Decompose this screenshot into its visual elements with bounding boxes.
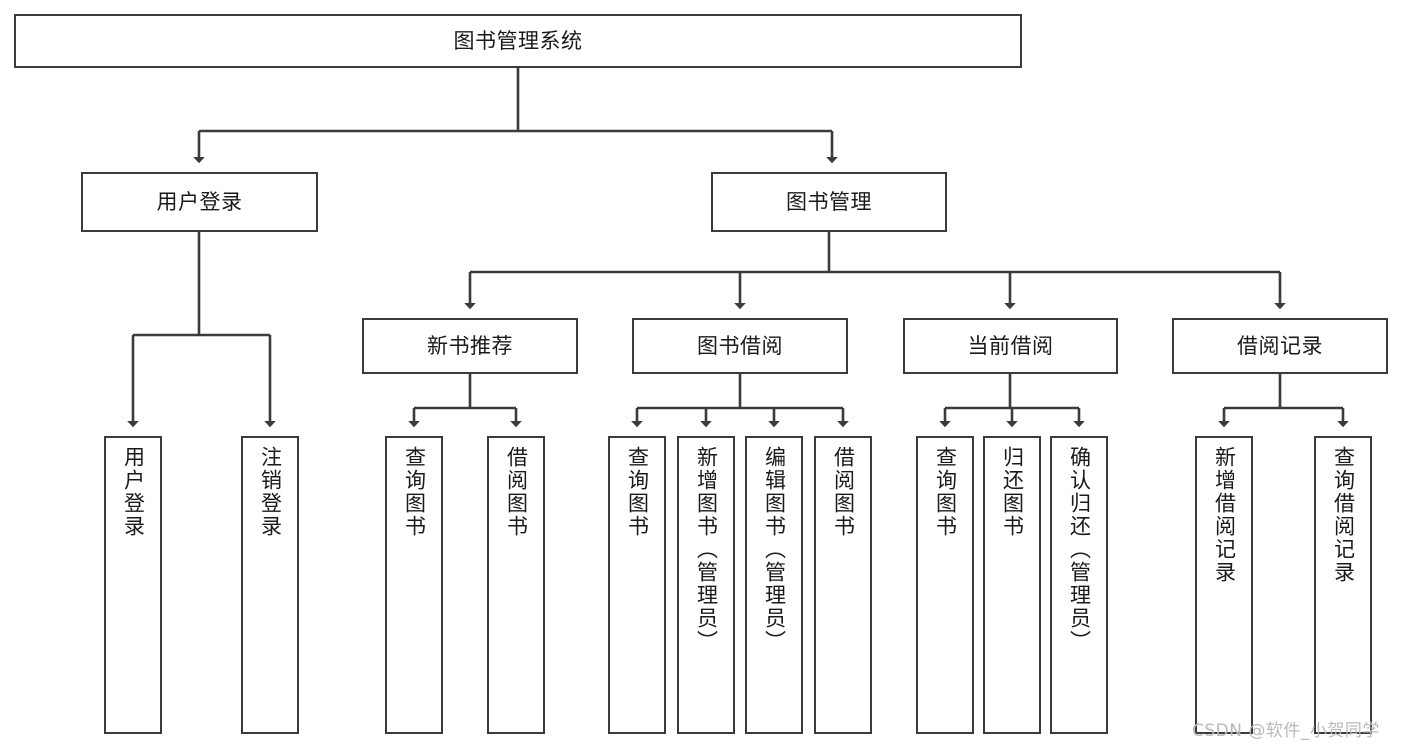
node-borrow-record-label: 借阅记录 [1237, 333, 1323, 358]
leaf-query-record[interactable]: 查询借阅记录 [1314, 436, 1372, 734]
node-new-book-recommend[interactable]: 新书推荐 [362, 318, 578, 374]
leaf-add-book[interactable]: 新增图书（管理员） [677, 436, 735, 734]
leaf-return-book-label: 归还图书 [1000, 446, 1025, 538]
leaf-query-book-2[interactable]: 查询图书 [608, 436, 666, 734]
node-current-borrow-label: 当前借阅 [967, 333, 1054, 358]
node-new-book-recommend-label: 新书推荐 [427, 333, 513, 358]
leaf-add-record-label: 新增借阅记录 [1212, 446, 1237, 584]
leaf-confirm-return[interactable]: 确认归还（管理员） [1050, 436, 1108, 734]
leaf-add-record[interactable]: 新增借阅记录 [1195, 436, 1253, 734]
leaf-confirm-return-label: 确认归还（管理员） [1067, 446, 1092, 653]
leaf-query-record-label: 查询借阅记录 [1331, 446, 1356, 584]
leaf-user-login-label: 用户登录 [121, 446, 146, 538]
leaf-query-book-1[interactable]: 查询图书 [385, 436, 443, 734]
node-book-management-label: 图书管理 [786, 189, 872, 214]
node-user-login[interactable]: 用户登录 [81, 172, 318, 232]
node-borrow-record[interactable]: 借阅记录 [1172, 318, 1388, 374]
node-book-borrow-label: 图书借阅 [697, 333, 783, 358]
node-root-label: 图书管理系统 [453, 28, 583, 53]
leaf-borrow-book-1[interactable]: 借阅图书 [487, 436, 545, 734]
leaf-edit-book[interactable]: 编辑图书（管理员） [745, 436, 803, 734]
leaf-query-book-2-label: 查询图书 [625, 446, 650, 538]
leaf-query-book-3-label: 查询图书 [933, 446, 958, 538]
leaf-add-book-label: 新增图书（管理员） [694, 446, 719, 653]
node-current-borrow[interactable]: 当前借阅 [903, 318, 1118, 374]
leaf-user-login[interactable]: 用户登录 [104, 436, 162, 734]
node-book-management[interactable]: 图书管理 [711, 172, 947, 232]
leaf-logout[interactable]: 注销登录 [241, 436, 299, 734]
leaf-edit-book-label: 编辑图书（管理员） [762, 446, 787, 653]
leaf-borrow-book-1-label: 借阅图书 [504, 446, 529, 538]
leaf-query-book-1-label: 查询图书 [402, 446, 427, 538]
leaf-logout-label: 注销登录 [258, 446, 283, 538]
node-user-login-label: 用户登录 [156, 189, 243, 214]
leaf-borrow-book-2-label: 借阅图书 [831, 446, 856, 538]
leaf-return-book[interactable]: 归还图书 [983, 436, 1041, 734]
leaf-query-book-3[interactable]: 查询图书 [916, 436, 974, 734]
leaf-borrow-book-2[interactable]: 借阅图书 [814, 436, 872, 734]
csdn-watermark: CSDN @软件_小贺同学 [1192, 721, 1380, 741]
node-root[interactable]: 图书管理系统 [14, 14, 1022, 68]
node-book-borrow[interactable]: 图书借阅 [632, 318, 848, 374]
